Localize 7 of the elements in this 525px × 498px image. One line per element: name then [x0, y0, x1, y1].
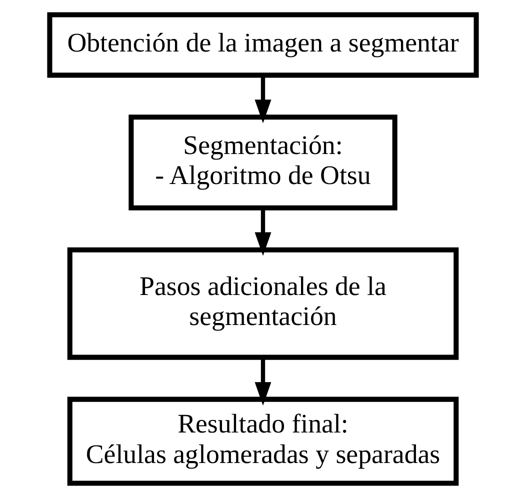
arrow — [254, 208, 271, 256]
node-box: Segmentación: - Algoritmo de Otsu — [128, 114, 397, 210]
arrow — [254, 75, 271, 124]
arrow — [254, 358, 271, 406]
node-box: Resultado final: Células aglomeradas y separadas — [66, 396, 458, 486]
node-box: Obtención de la imagen a segmentar — [46, 12, 478, 78]
node-box: Pasos adicionales de la segmentación — [66, 247, 458, 360]
